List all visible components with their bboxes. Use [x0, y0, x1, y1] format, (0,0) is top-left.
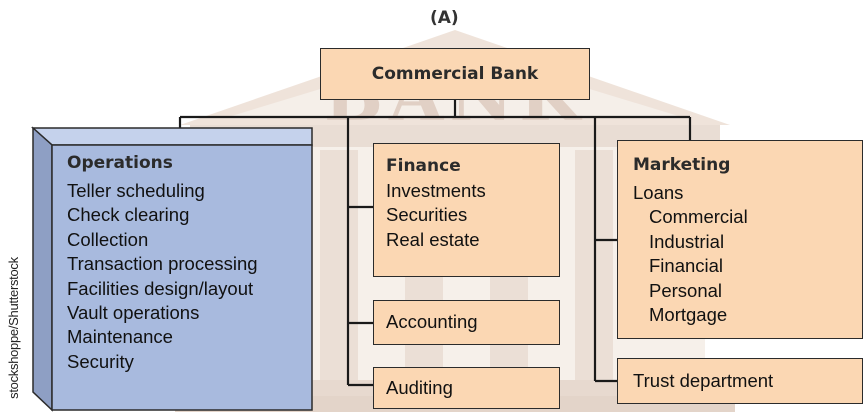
operations-item: Vault operations	[67, 302, 200, 324]
operations-item: Transaction processing	[67, 253, 258, 275]
org-connectors	[178, 100, 692, 387]
operations-content: Operations Teller scheduling Check clear…	[67, 153, 258, 374]
accounting-label: Accounting	[386, 311, 478, 333]
auditing-box: Auditing	[373, 367, 560, 409]
operations-item: Maintenance	[67, 326, 173, 348]
finance-item: Securities	[386, 204, 468, 226]
finance-item: Real estate	[386, 228, 480, 250]
operations-item: Collection	[67, 228, 149, 250]
operations-item: Check clearing	[67, 204, 190, 226]
trust-department-box: Trust department	[617, 358, 863, 404]
figure-label: (A)	[430, 8, 459, 28]
operations-item: Security	[67, 350, 134, 372]
operations-box	[31, 126, 313, 412]
marketing-subitem: Mortgage	[649, 304, 728, 326]
finance-item: Investments	[386, 180, 486, 201]
marketing-subitem: Personal	[649, 279, 723, 301]
commercial-bank-box: Commercial Bank	[320, 48, 590, 100]
finance-box: Finance Investments Securities Real esta…	[373, 143, 560, 277]
accounting-box: Accounting	[373, 300, 560, 345]
operations-title: Operations	[67, 153, 173, 173]
marketing-subitem: Financial	[649, 255, 724, 277]
marketing-box: Marketing Loans Commercial Industrial Fi…	[617, 140, 863, 339]
auditing-label: Auditing	[386, 376, 453, 398]
operations-item: Teller scheduling	[67, 180, 205, 201]
finance-title: Finance	[386, 156, 461, 176]
operations-item: Facilities design/layout	[67, 277, 254, 299]
commercial-bank-title: Commercial Bank	[371, 64, 539, 84]
marketing-item: Loans	[633, 182, 684, 203]
marketing-subitem: Industrial	[649, 230, 725, 252]
marketing-subitem: Commercial	[649, 206, 748, 228]
trust-department-label: Trust department	[633, 369, 774, 391]
photo-credit: stockshoppe/Shutterstock	[6, 257, 21, 399]
marketing-title: Marketing	[633, 155, 731, 175]
